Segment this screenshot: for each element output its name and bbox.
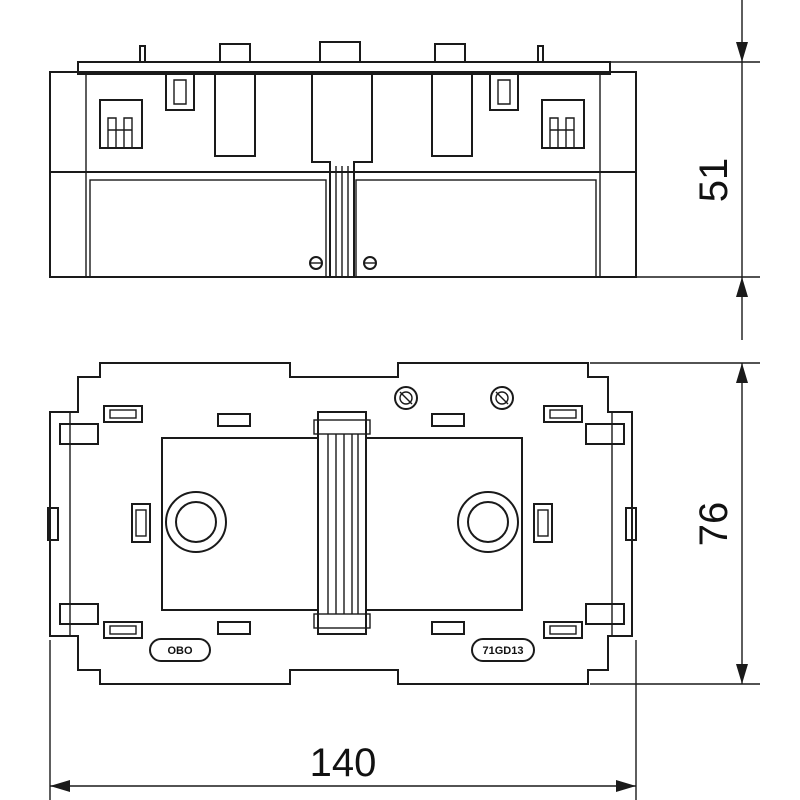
top-view-screw-hole-left bbox=[394, 386, 418, 410]
top-view-edge-notch-left bbox=[47, 507, 59, 541]
dimension-depth: 76 bbox=[590, 362, 760, 685]
side-view-screw-right bbox=[363, 256, 377, 270]
top-view-corner-clips bbox=[59, 405, 625, 639]
dimension-width: 140 bbox=[49, 640, 637, 800]
top-view-screw-hole-right bbox=[490, 386, 514, 410]
top-view-opening-left bbox=[165, 491, 227, 553]
top-view: OBO 71GD13 bbox=[47, 362, 637, 685]
brand-marking: OBO bbox=[149, 638, 211, 662]
side-view-top-pins bbox=[139, 41, 544, 63]
dimension-height-label: 51 bbox=[692, 158, 736, 203]
top-view-outline bbox=[49, 362, 633, 685]
type-code-marking: 71GD13 bbox=[471, 638, 535, 662]
side-view-slot-right bbox=[431, 73, 473, 157]
side-view bbox=[49, 41, 637, 278]
side-view-clip-right bbox=[541, 99, 585, 149]
side-view-latch-left bbox=[165, 74, 195, 111]
side-view-slot-left bbox=[214, 73, 256, 157]
dimension-width-label: 140 bbox=[310, 741, 377, 785]
top-view-side-tab-right bbox=[533, 503, 553, 543]
top-view-center-strip bbox=[317, 411, 367, 635]
side-view-body bbox=[49, 71, 637, 278]
top-view-edge-notch-right bbox=[625, 507, 637, 541]
top-view-opening-right bbox=[457, 491, 519, 553]
side-view-screw-left bbox=[309, 256, 323, 270]
dimension-height: 51 bbox=[610, 0, 760, 340]
side-view-right-panel bbox=[355, 179, 597, 278]
type-code-marking-text: 71GD13 bbox=[483, 645, 524, 657]
top-view-side-tab-left bbox=[131, 503, 151, 543]
side-view-clip-left bbox=[99, 99, 143, 149]
side-view-latch-right bbox=[489, 74, 519, 111]
top-view-small-slots bbox=[217, 413, 465, 635]
side-view-left-panel bbox=[89, 179, 327, 278]
brand-marking-text: OBO bbox=[167, 645, 193, 657]
dimension-depth-label: 76 bbox=[692, 502, 736, 547]
